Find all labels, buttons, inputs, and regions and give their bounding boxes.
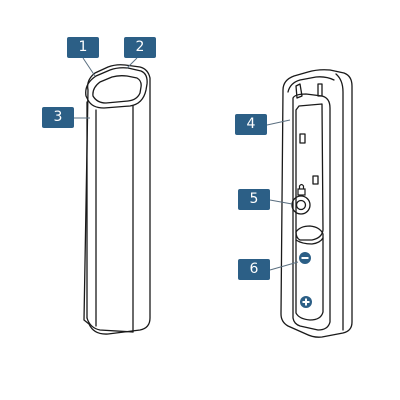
leader-lines	[74, 57, 299, 271]
callout-3: 3	[42, 107, 74, 128]
battery-top-rim	[295, 237, 324, 245]
leader-6	[269, 261, 299, 271]
tamper-switch	[291, 195, 311, 215]
board-component-side	[312, 175, 319, 185]
open-sensor-clip-left	[295, 83, 303, 99]
open-sensor-clip-right	[317, 83, 323, 97]
closed-sensor	[83, 64, 151, 335]
open-sensor-housing	[280, 69, 353, 338]
leader-5	[269, 199, 293, 205]
tamper-switch-inner	[295, 199, 307, 211]
closed-sensor-body	[83, 64, 151, 335]
leader-1	[82, 57, 96, 77]
lock-icon	[297, 183, 306, 196]
leader-2	[126, 57, 138, 69]
open-sensor-top-rim	[287, 76, 335, 93]
callout-5: 5	[238, 189, 270, 210]
open-sensor-battery	[295, 225, 324, 321]
open-sensor-side	[335, 73, 344, 331]
open-sensor	[280, 69, 353, 338]
callout-4: 4	[235, 114, 267, 135]
board-component-top	[299, 133, 306, 144]
tamper-switch-ring	[291, 195, 311, 215]
callout-2: 2	[124, 37, 156, 58]
callout-6: 6	[238, 259, 270, 280]
closed-sensor-top-cap	[85, 67, 148, 109]
plus-icon	[300, 296, 312, 308]
closed-sensor-bottom	[86, 317, 134, 333]
callout-1: 1	[67, 37, 99, 58]
closed-sensor-top-face	[92, 75, 142, 104]
leader-4	[266, 119, 291, 126]
minus-icon	[299, 252, 311, 264]
